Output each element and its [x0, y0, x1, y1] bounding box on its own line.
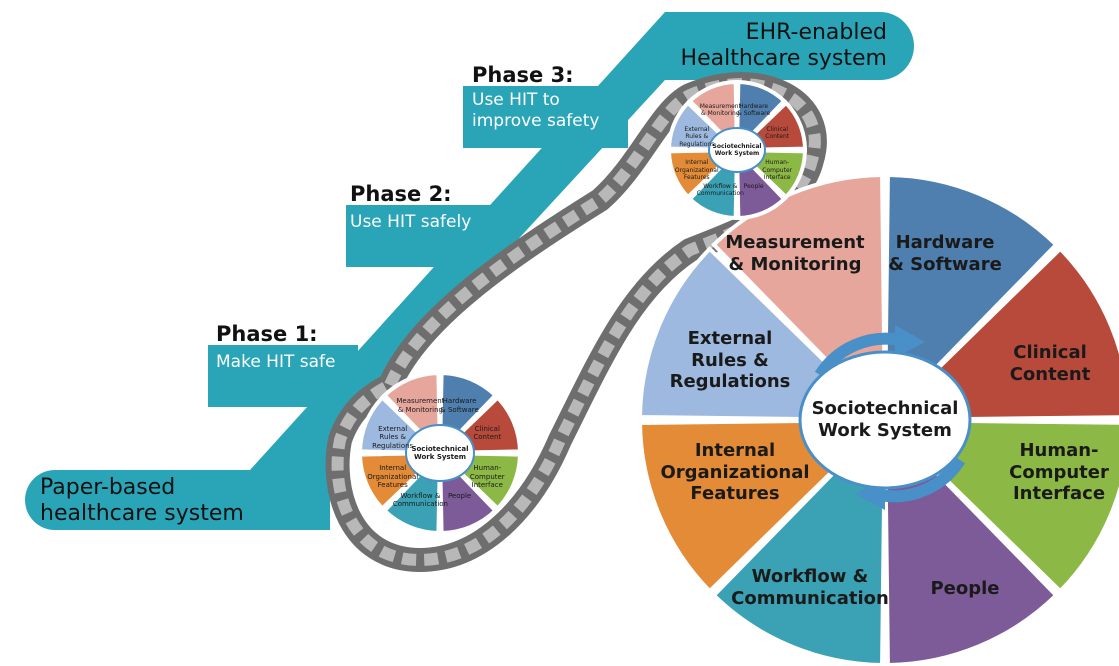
small-wheel-1-label-hci: Human- Computer Interface	[469, 464, 505, 489]
chain-loop	[325, 72, 827, 573]
segment-label-internal: Internal Organizational Features	[660, 440, 810, 505]
big-wheel-center-label: Sociotechnical Work System	[811, 398, 959, 441]
small-wheel-phase-1	[357, 370, 523, 536]
big-wheel	[637, 172, 1119, 666]
small-wheel-1-label-internal: Internal Organizational Features	[367, 464, 419, 489]
segment-label-hci: Human- Computer Interface	[1009, 440, 1109, 505]
wheel-segment-people	[882, 415, 1059, 666]
small-wheel-3-label-people: People	[743, 183, 764, 190]
small-wheel-center	[708, 127, 766, 173]
small-wheel-1-label-clinical: Clinical Content	[473, 425, 502, 442]
small-wheel-3-label-workflow: Workflow & Communication	[696, 183, 744, 198]
start-label: Paper-based healthcare system	[40, 475, 244, 526]
small-wheel-1-label-people: People	[447, 491, 472, 500]
phase-3-description: Use HIT to improve safety	[472, 90, 600, 132]
phase-1-box	[208, 345, 358, 407]
small-wheel-3-label-measurement: Measurement & Monitoring	[699, 102, 741, 117]
small-wheel-3-label-external: External Rules & Regulations	[679, 126, 715, 148]
small-wheel-1-label-workflow: Workflow & Communication	[392, 491, 448, 509]
small-wheel-1-center-label: Sociotechnical Work System	[411, 444, 469, 461]
small-wheel-1-label-hardware: Hardware & Software	[440, 397, 479, 414]
small-wheel-3-label-hci: Human- Computer Interface	[762, 159, 793, 181]
small-wheel-3-label-hardware: Hardware & Software	[737, 102, 771, 117]
end-label: EHR-enabled Healthcare system	[680, 20, 887, 71]
wheel-segment-hardware	[882, 172, 1059, 425]
small-wheel-center	[405, 424, 475, 482]
segment-label-hardware: Hardware & Software	[888, 232, 1002, 275]
segment-label-people: People	[930, 578, 1000, 599]
small-wheel-3-label-internal: Internal Organizational Features	[674, 159, 719, 181]
segment-label-external: External Rules & Regulations	[669, 328, 791, 393]
small-wheel-1-label-external: External Rules & Regulations	[372, 425, 414, 450]
small-wheel-phase-3	[666, 79, 808, 221]
small-wheel-3-center-label: Sociotechnical Work System	[712, 142, 762, 157]
wheel-segment-workflow	[711, 415, 888, 666]
cycle-arrows	[814, 325, 966, 510]
phase-1-title: Phase 1:	[216, 322, 318, 346]
phase-2-description: Use HIT safely	[350, 212, 472, 232]
big-wheel-center	[798, 350, 972, 490]
small-wheel-1-label-measurement: Measurement & Monitoring	[396, 397, 445, 414]
phase-2-title: Phase 2:	[350, 182, 452, 206]
phase-2-box	[346, 205, 506, 267]
segment-label-clinical: Clinical Content	[1009, 342, 1091, 385]
phase-3-box	[463, 86, 628, 148]
small-wheel-3-label-clinical: Clinical Content	[765, 126, 790, 141]
segment-label-workflow: Workflow & Communication	[731, 566, 889, 609]
phase-1-description: Make HIT safe	[216, 352, 336, 372]
staircase-top-cap	[665, 12, 914, 80]
segment-label-measurement: Measurement & Monitoring	[725, 232, 865, 275]
phase-3-title: Phase 3:	[472, 63, 574, 87]
